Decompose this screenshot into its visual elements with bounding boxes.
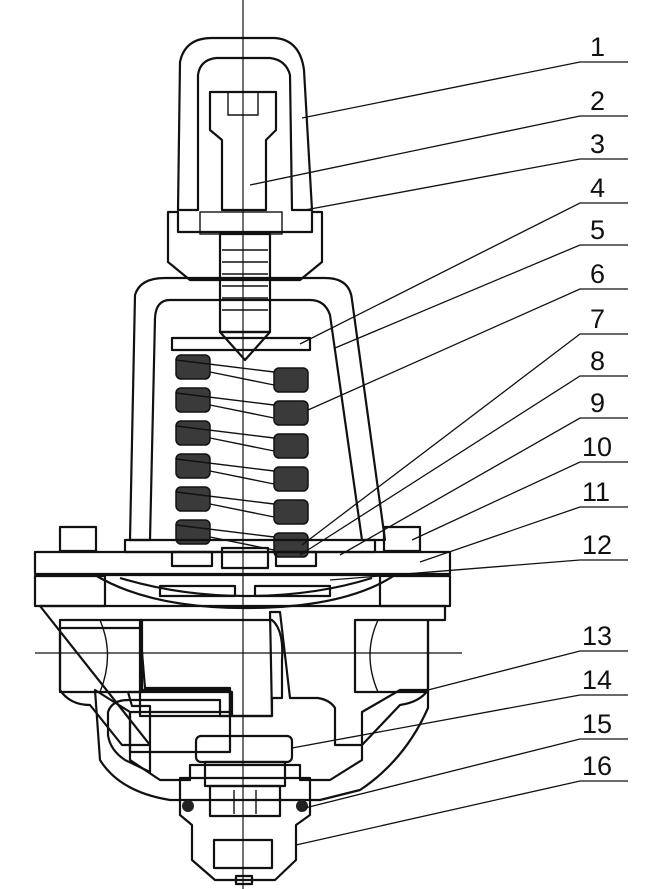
part-number-14: 14 (582, 665, 612, 695)
cap (176, 36, 314, 212)
part-number-15: 15 (582, 709, 612, 739)
lower-spring-seat (123, 538, 377, 570)
part-number-9: 9 (590, 388, 605, 418)
part-number-10: 10 (582, 432, 612, 462)
bottom-plug (178, 760, 312, 886)
part-number-11: 11 (582, 477, 610, 507)
adjusting-screw (208, 90, 278, 362)
part-number-1: 1 (590, 32, 605, 62)
part-number-8: 8 (590, 346, 605, 376)
part-number-4: 4 (590, 173, 605, 203)
part-number-3: 3 (590, 129, 605, 159)
leader-lines (249, 61, 628, 846)
bonnet (128, 276, 387, 542)
part-number-2: 2 (590, 86, 605, 116)
upper-spring-seat (170, 336, 312, 352)
filter (194, 734, 294, 764)
flange-assembly (33, 525, 452, 610)
part-number-12: 12 (582, 530, 612, 560)
part-number-13: 13 (582, 621, 612, 651)
part-number-7: 7 (590, 304, 605, 334)
part-number-6: 6 (590, 259, 605, 289)
part-number-labels: 1 2 3 4 5 6 7 8 9 10 11 12 13 14 15 16 (582, 32, 612, 781)
spring (175, 354, 309, 558)
part-number-5: 5 (590, 215, 605, 245)
center-lines (35, 0, 462, 889)
collar (166, 210, 324, 282)
part-number-16: 16 (582, 751, 612, 781)
